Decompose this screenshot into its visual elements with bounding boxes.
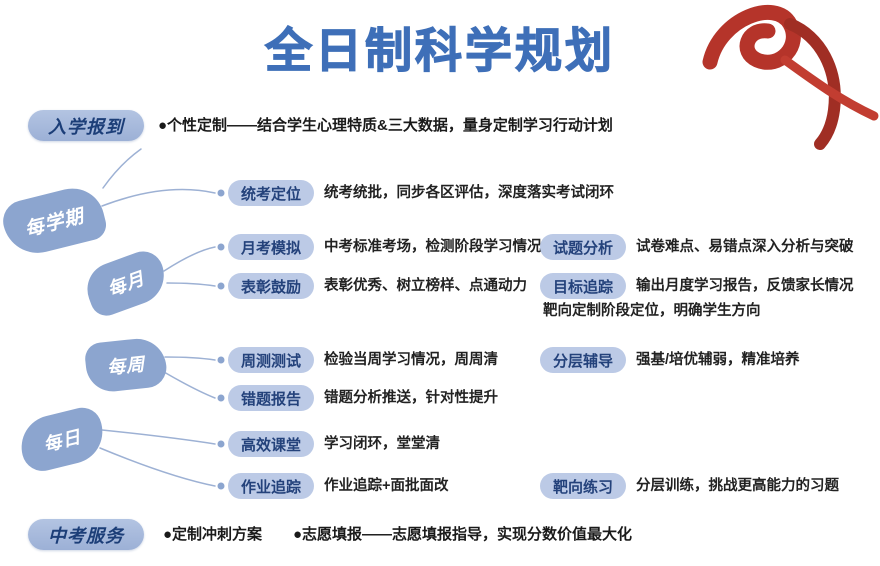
- badge-goal-tracking: 目标追踪: [540, 273, 627, 299]
- desc-commendation: 表彰优秀、树立榜样、点通动力: [324, 278, 527, 294]
- badge-error-report: 错题报告: [228, 385, 315, 411]
- enrollment-pill: 入学报到: [28, 110, 144, 141]
- period-week: 每周: [83, 335, 169, 395]
- badge-commendation: 表彰鼓励: [228, 273, 315, 299]
- badge-unified-exam: 统考定位: [228, 180, 315, 206]
- desc-question-analysis: 试卷难点、易错点深入分析与突破: [636, 239, 854, 255]
- desc-goal-tracking-line2: 靶向定制阶段定位，明确学生方向: [543, 303, 761, 319]
- badge-targeted-practice: 靶向练习: [540, 473, 627, 499]
- page-title: 全日制科学规划: [264, 23, 615, 77]
- desc-tiered-tutoring: 强基/培优辅弱，精准培养: [636, 352, 800, 368]
- desc-goal-tracking-line1: 输出月度学习报告，反馈家长情况: [636, 278, 854, 294]
- desc-unified-exam: 统考统批，同步各区评估，深度落实考试闭环: [324, 185, 614, 201]
- exam-service-pill: 中考服务: [28, 519, 144, 550]
- badge-homework-track: 作业追踪: [228, 473, 315, 499]
- badge-efficient-class: 高效课堂: [228, 431, 315, 457]
- period-day: 每日: [14, 403, 110, 476]
- badge-question-analysis: 试题分析: [540, 234, 627, 260]
- exam-service-item1: ●定制冲刺方案: [163, 526, 263, 543]
- badge-weekly-test: 周测测试: [228, 347, 315, 373]
- period-semester: 每学期: [0, 181, 110, 261]
- desc-targeted-practice: 分层训练，挑战更高能力的习题: [636, 478, 839, 494]
- desc-error-report: 错题分析推送，针对性提升: [324, 390, 498, 406]
- badge-tiered-tutoring: 分层辅导: [540, 347, 627, 373]
- badge-monthly-exam: 月考模拟: [228, 234, 315, 260]
- exam-service-item2: ●志愿填报——志愿填报指导，实现分数价值最大化: [293, 526, 633, 543]
- desc-efficient-class: 学习闭环，堂堂清: [324, 436, 440, 452]
- desc-homework-track: 作业追踪+面批面改: [324, 478, 449, 494]
- enrollment-text: ●个性定制——结合学生心理特质&三大数据，量身定制学习行动计划: [158, 117, 613, 134]
- desc-monthly-exam: 中考标准考场，检测阶段学习情况: [324, 239, 542, 255]
- period-month: 每月: [79, 245, 173, 321]
- desc-weekly-test: 检验当周学习情况，周周清: [324, 352, 498, 368]
